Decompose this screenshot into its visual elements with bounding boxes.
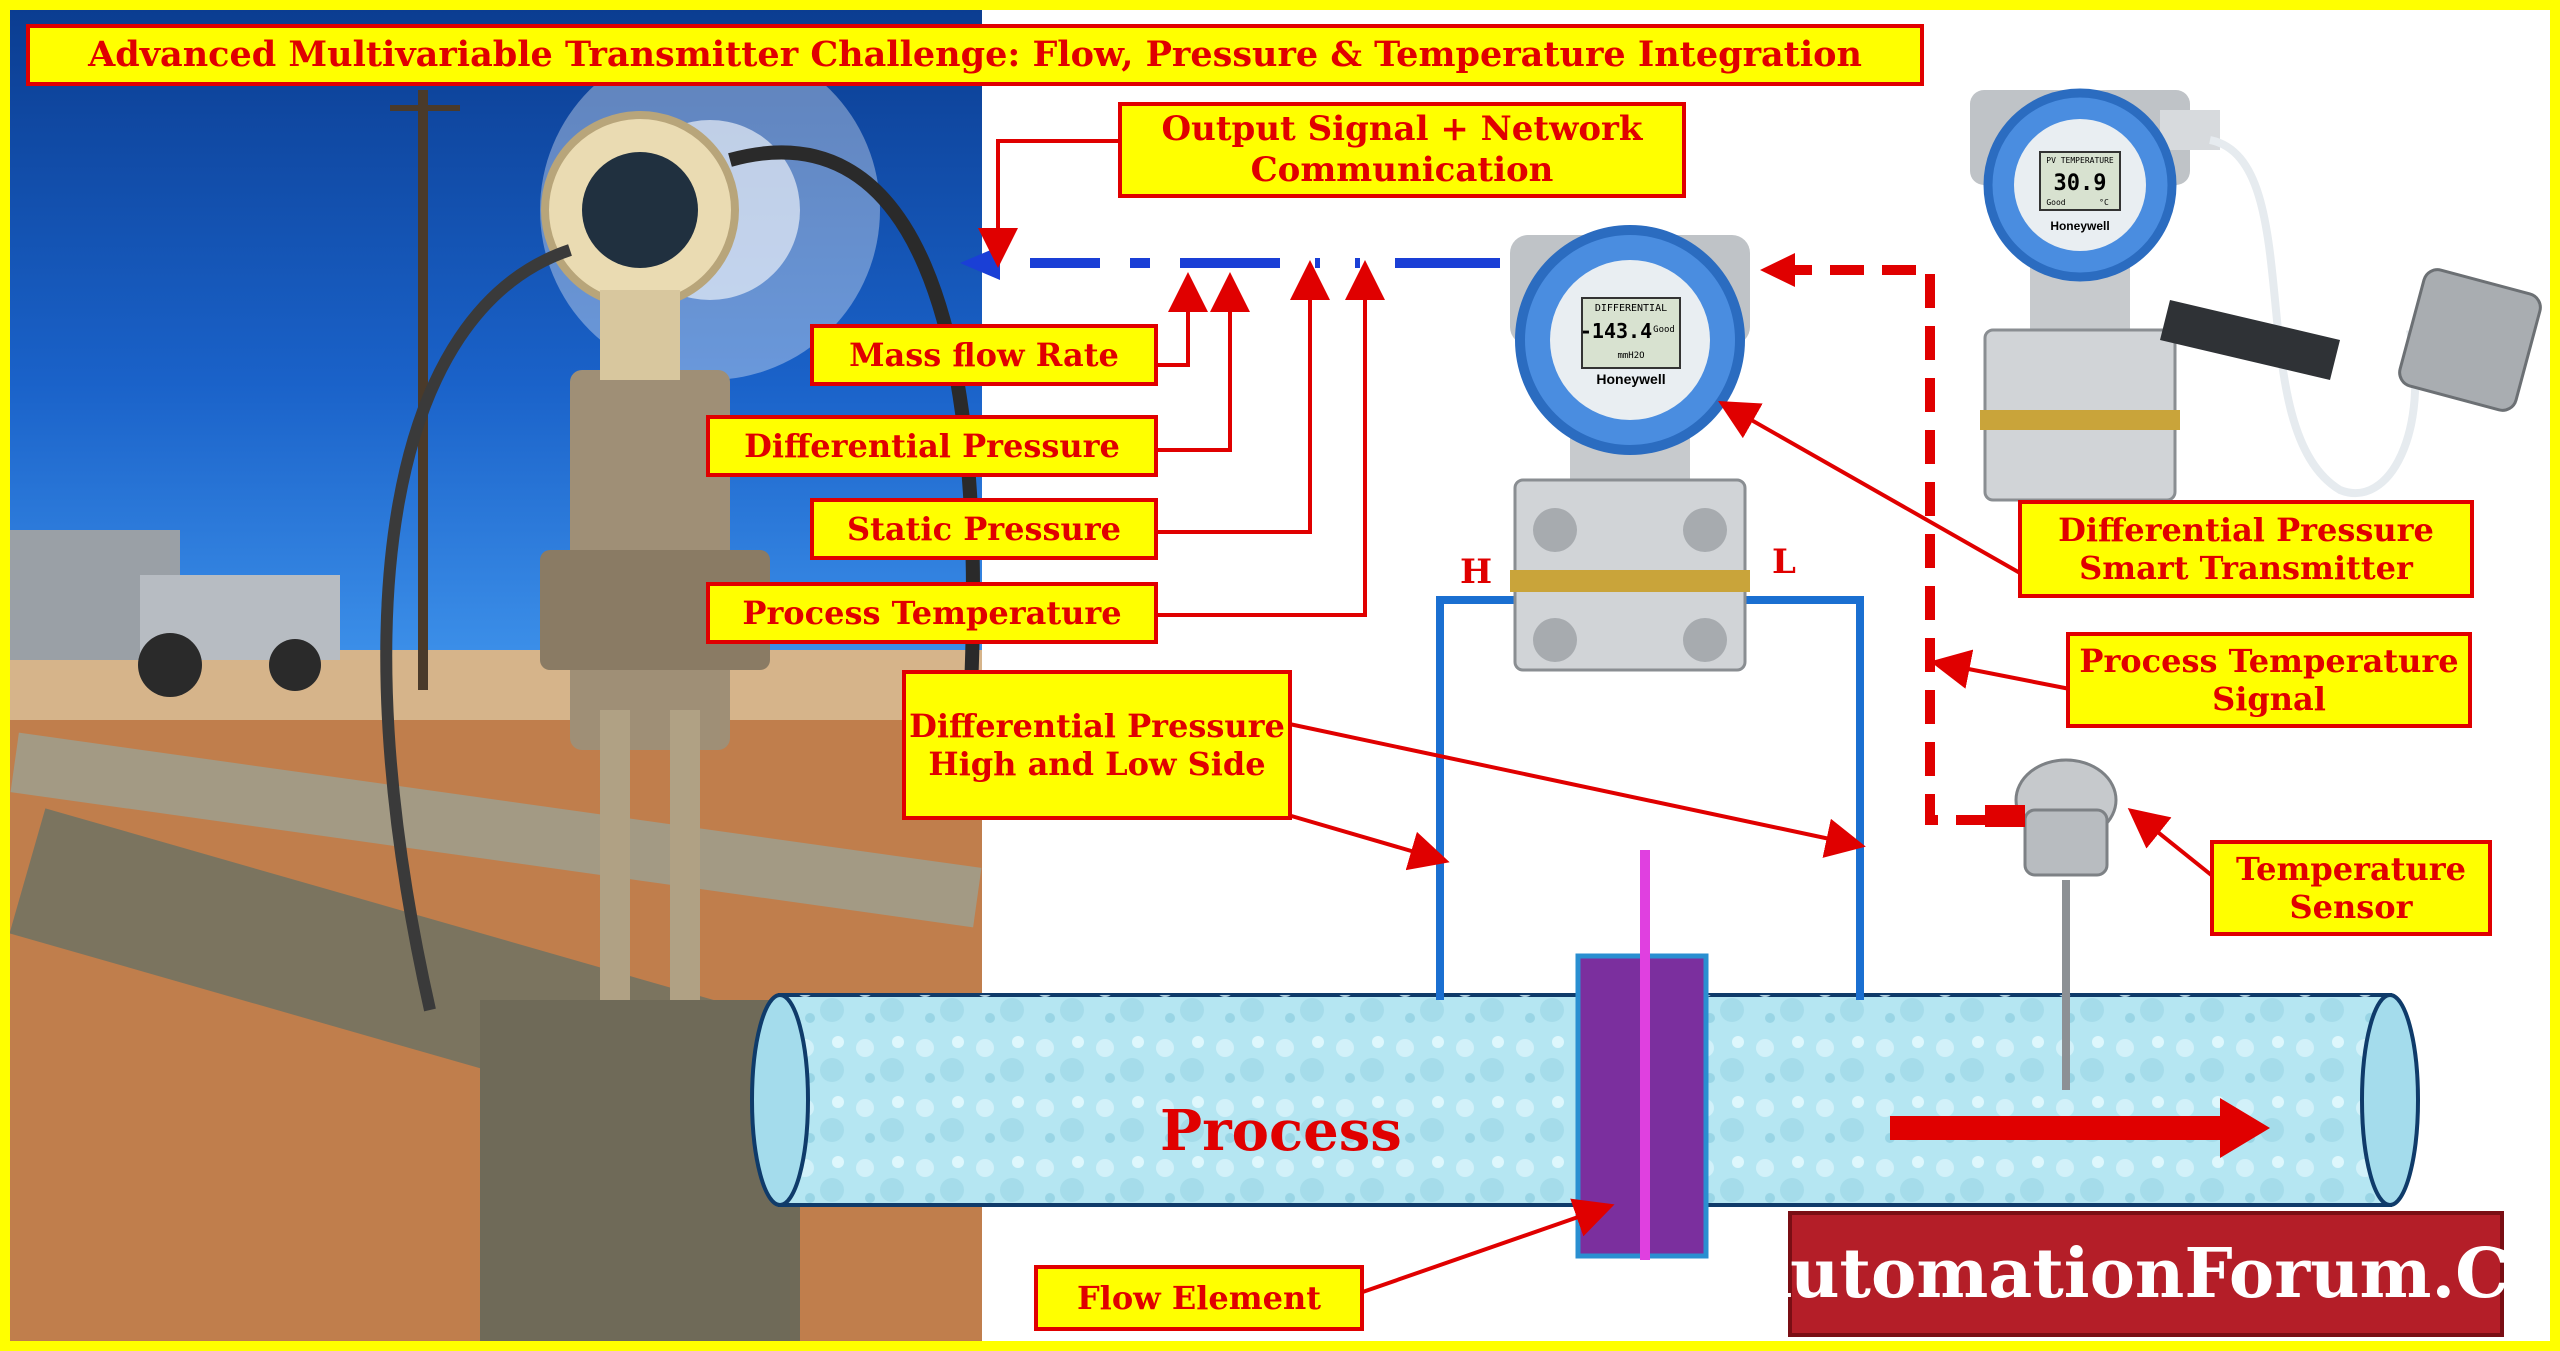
page-title: Advanced Multivariable Transmitter Chall… xyxy=(26,24,1924,86)
label-process-temperature: Process Temperature xyxy=(706,582,1158,644)
flow-direction-arrow xyxy=(1890,1098,2270,1158)
temp-display-value: 30.9 xyxy=(2054,171,2107,196)
process-label: Process xyxy=(1160,1098,1402,1164)
field-photo-illustration xyxy=(10,40,982,1341)
label-mass-flow-rate: Mass flow Rate xyxy=(810,324,1158,386)
label-flow-element: Flow Element xyxy=(1034,1265,1364,1331)
label-dp-smart-transmitter: Differential Pressure Smart Transmitter xyxy=(2018,500,2474,598)
dp-display-status: Good xyxy=(1653,325,1675,335)
temp-display-line1: PV TEMPERATURE xyxy=(2046,156,2114,165)
field-photo xyxy=(10,10,982,1341)
label-temperature-sensor: Temperature Sensor xyxy=(2210,840,2492,936)
dp-display-line1: DIFFERENTIAL xyxy=(1595,303,1667,314)
annotation-leaders xyxy=(978,139,2222,1297)
temp-brand-logo: Honeywell xyxy=(2050,219,2109,233)
low-side-label: L xyxy=(1772,542,1796,582)
dp-brand-logo: Honeywell xyxy=(1596,371,1665,387)
dp-transmitter-illustration: DIFFERENTIAL -143.4 Good mmH2O Honeywell xyxy=(1510,225,1750,672)
label-output-signal: Output Signal + Network Communication xyxy=(1118,102,1686,198)
label-process-temperature-signal: Process Temperature Signal xyxy=(2066,632,2472,728)
dp-display-value: -143.4 xyxy=(1580,319,1652,343)
temp-transmitter-illustration: PV TEMPERATURE 30.9 Good °C Honeywell xyxy=(1970,88,2542,502)
dp-display-unit: mmH2O xyxy=(1617,351,1644,361)
diagram-frame: Advanced Multivariable Transmitter Chall… xyxy=(10,10,2550,1341)
brand-banner: AutomationForum.Co xyxy=(1737,1211,2550,1337)
diagram-overlay: DIFFERENTIAL -143.4 Good mmH2O Honeywell… xyxy=(750,88,2542,1297)
temperature-sensor-illustration xyxy=(1985,758,2118,1090)
temp-display-status: Good xyxy=(2046,198,2065,207)
process-temperature-signal-line xyxy=(1760,253,1990,825)
label-dp-high-low-side: Differential Pressure High and Low Side xyxy=(902,670,1292,820)
high-side-label: H xyxy=(1460,552,1492,592)
temp-display-unit: °C xyxy=(2099,198,2109,207)
label-static-pressure: Static Pressure xyxy=(810,498,1158,560)
flow-element-orifice xyxy=(1575,850,1709,1260)
output-signal-line xyxy=(960,246,1500,280)
label-differential-pressure: Differential Pressure xyxy=(706,415,1158,477)
